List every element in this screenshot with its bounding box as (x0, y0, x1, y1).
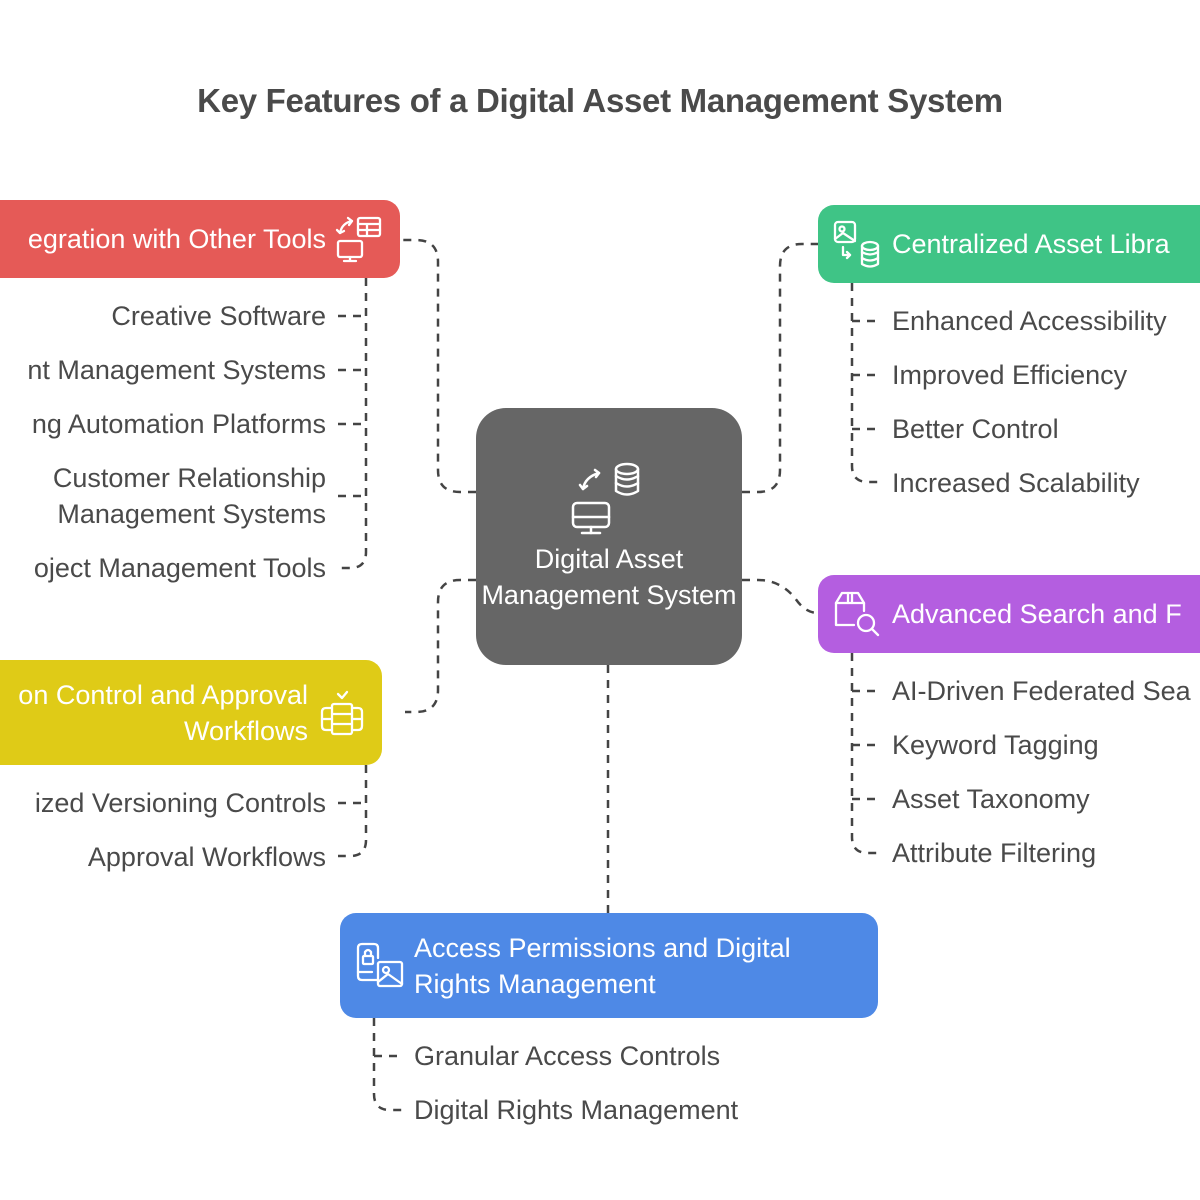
connector-integration-leaves (338, 278, 368, 570)
integration-item: Creative Software (111, 301, 326, 331)
center-label: Digital Asset Management System (481, 543, 737, 610)
branch-integration[interactable]: egration with Other Tools (0, 200, 400, 278)
search-item: Keyword Tagging (892, 730, 1099, 760)
box-search-icon (834, 591, 880, 637)
central-item: Better Control (892, 414, 1059, 444)
central-item: Improved Efficiency (892, 360, 1128, 390)
connector-center-integration (400, 238, 476, 494)
branch-version-label: on Control and Approval Workflows (18, 679, 308, 746)
branch-access-label: Access Permissions and Digital Rights Ma… (414, 932, 791, 999)
integration-table-monitor-icon (335, 216, 382, 263)
central-item: Enhanced Accessibility (892, 306, 1167, 336)
connector-access-leaves (372, 1018, 402, 1112)
access-item: Digital Rights Management (414, 1095, 739, 1125)
branch-access[interactable]: Access Permissions and Digital Rights Ma… (340, 913, 878, 1018)
connector-central-leaves (850, 283, 880, 484)
version-item: ized Versioning Controls (34, 788, 326, 818)
branch-central-label: Centralized Asset Libra (892, 229, 1170, 259)
central-item: Increased Scalability (892, 468, 1140, 498)
branch-search-label: Advanced Search and F (892, 599, 1182, 629)
access-item: Granular Access Controls (414, 1041, 721, 1071)
computer-database-sync-icon (571, 462, 640, 534)
connector-search-leaves (850, 653, 880, 855)
search-item: Attribute Filtering (892, 838, 1097, 868)
integration-item: oject Management Tools (33, 553, 326, 583)
connector-version-leaves (338, 765, 368, 858)
search-item: Asset Taxonomy (892, 784, 1090, 814)
branch-central[interactable]: Centralized Asset Libra (818, 205, 1200, 283)
versioning-stack-check-icon (320, 690, 364, 735)
search-item: AI-Driven Federated Sea (892, 676, 1191, 706)
lock-image-icon (356, 942, 404, 987)
integration-item: Customer Relationship Management Systems (52, 463, 326, 529)
branch-integration-label: egration with Other Tools (27, 224, 326, 254)
integration-item: ng Automation Platforms (31, 409, 326, 439)
branch-search[interactable]: Advanced Search and F (818, 575, 1200, 653)
diagram-title: Key Features of a Digital Asset Manageme… (197, 82, 1003, 119)
connector-center-search (742, 578, 819, 615)
connector-center-central (742, 242, 818, 494)
version-item: Approval Workflows (87, 842, 326, 872)
center-node[interactable]: Digital Asset Management System (476, 408, 742, 665)
image-database-icon (833, 220, 880, 268)
connector-center-version (405, 578, 476, 714)
integration-item: nt Management Systems (27, 355, 326, 385)
branch-version[interactable]: on Control and Approval Workflows (0, 660, 382, 765)
